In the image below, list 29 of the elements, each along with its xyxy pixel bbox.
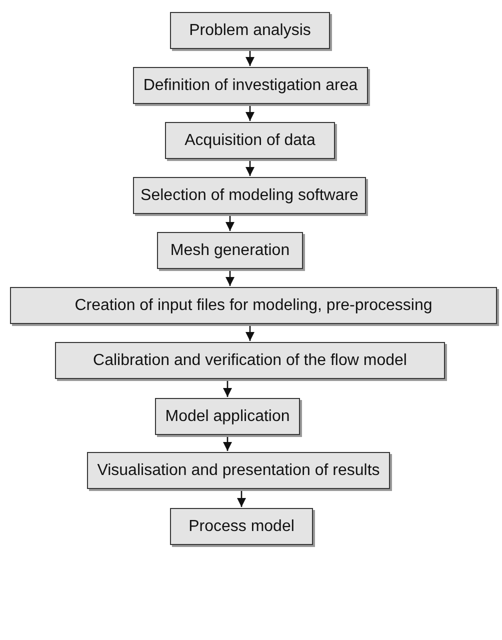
step-label: Problem analysis xyxy=(189,22,311,40)
process-box xyxy=(10,287,497,324)
arrow xyxy=(245,50,255,66)
arrow xyxy=(245,160,255,176)
step-label: Definition of investigation area xyxy=(143,76,358,94)
arrow xyxy=(225,270,235,286)
step-label: Acquisition of data xyxy=(184,132,316,150)
step-label: Model application xyxy=(165,408,290,426)
process-box xyxy=(133,177,366,214)
arrow xyxy=(222,436,232,451)
arrow xyxy=(236,490,246,507)
arrow xyxy=(245,325,255,341)
step-label: Creation of input files for modeling, pre-processing xyxy=(74,296,432,314)
process-box xyxy=(170,508,313,545)
process-box xyxy=(155,398,300,435)
arrow xyxy=(245,105,255,121)
process-box xyxy=(157,232,303,269)
step-label: Calibration and verification of the flow model xyxy=(93,352,407,370)
step-label: Selection of modeling software xyxy=(140,186,358,204)
arrow xyxy=(225,215,235,231)
process-box xyxy=(170,12,330,49)
step-label: Visualisation and presentation of results xyxy=(97,462,380,480)
process-box xyxy=(55,342,445,379)
step-label: Process model xyxy=(188,518,294,536)
process-box xyxy=(87,452,390,489)
process-box xyxy=(133,67,368,104)
arrow xyxy=(222,380,232,397)
process-box xyxy=(165,122,335,159)
step-label: Mesh generation xyxy=(170,242,290,260)
